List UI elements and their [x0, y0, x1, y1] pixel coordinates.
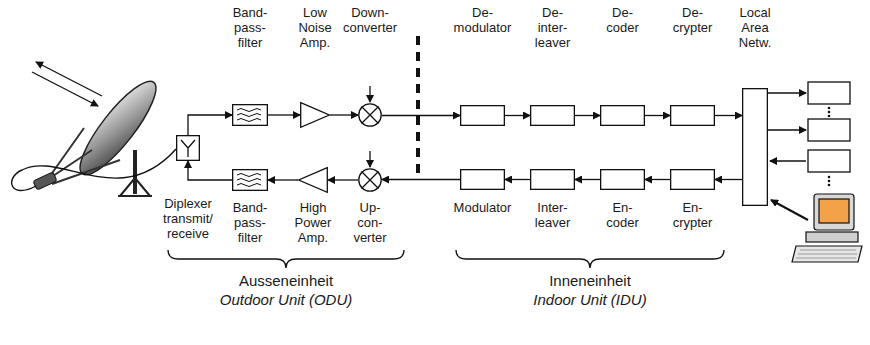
- signal-connector: [328, 179, 358, 180]
- block-label: Up- con- verter: [353, 200, 386, 245]
- unit-brace: [168, 250, 724, 268]
- block-label: En- coder: [606, 200, 639, 230]
- process-box: Inter- leaver: [530, 169, 575, 190]
- signal-connector: [268, 114, 300, 115]
- process-box: De- inter- leaver: [530, 105, 575, 126]
- satellite-dish: [12, 72, 176, 196]
- block-label: Low Noise Amp.: [298, 5, 331, 50]
- mixer-symbol-outline: [358, 103, 382, 127]
- block-label: Diplexer transmit/ receive: [163, 196, 213, 241]
- signal-connector: [575, 179, 600, 180]
- process-box: Modulator: [460, 169, 505, 190]
- block-label: Band- pass- filter: [233, 200, 268, 245]
- diplexer-block-outline: [176, 135, 200, 161]
- signal-connector: [382, 179, 460, 180]
- filter-block: Band- pass- filter: [232, 169, 268, 191]
- process-box-outline: [530, 105, 575, 126]
- network-bar-outline: [742, 88, 768, 206]
- process-box: De- coder: [600, 105, 645, 126]
- lan-terminals: [768, 82, 850, 186]
- signal-connector: [575, 115, 600, 116]
- block-label: Inter- leaver: [535, 200, 570, 230]
- unit-title: Ausseneinheit: [239, 272, 333, 290]
- unit-title: Inneneinheit: [549, 272, 631, 290]
- amplifier-symbol-outline: [298, 167, 328, 193]
- filter-block-outline: [232, 104, 268, 126]
- signal-connector: [715, 179, 742, 180]
- amplifier-symbol: Low Noise Amp.: [300, 102, 330, 128]
- signal-connector: [188, 161, 232, 180]
- process-box: De- crypter: [670, 105, 715, 126]
- process-box-outline: [670, 105, 715, 126]
- process-box-outline: [600, 105, 645, 126]
- process-box: De- modulator: [460, 105, 505, 126]
- signal-connector: [188, 115, 232, 135]
- process-box: En- coder: [600, 169, 645, 190]
- amplifier-symbol: High Power Amp.: [298, 167, 328, 193]
- signal-arrows: [32, 62, 102, 106]
- signal-connector: [382, 115, 460, 116]
- filter-block: Band- pass- filter: [232, 104, 268, 126]
- signal-connector: [645, 179, 670, 180]
- process-box-outline: [530, 169, 575, 190]
- computer-icon: [771, 194, 862, 262]
- mixer-symbol: Up- con- verter: [358, 168, 382, 192]
- block-label: En- crypter: [673, 200, 713, 230]
- block-label: Down- converter: [343, 5, 397, 35]
- unit-subtitle: Outdoor Unit (ODU): [220, 291, 353, 309]
- filter-block-outline: [232, 169, 268, 191]
- diplexer-block: Diplexer transmit/ receive: [176, 135, 200, 161]
- signal-connector: [645, 115, 670, 116]
- network-bar: Local Area Netw.: [742, 88, 768, 206]
- block-label: De- coder: [606, 5, 639, 35]
- block-label: De- crypter: [673, 5, 713, 35]
- block-label: De- inter- leaver: [535, 5, 570, 50]
- process-box-outline: [670, 169, 715, 190]
- block-label: Band- pass- filter: [233, 5, 268, 50]
- signal-connector: [268, 179, 298, 180]
- process-box-outline: [600, 169, 645, 190]
- process-box-outline: [460, 105, 505, 126]
- block-label: Local Area Netw.: [739, 5, 772, 50]
- amplifier-symbol-outline: [300, 102, 330, 128]
- signal-connector: [505, 115, 530, 116]
- signal-connector: [505, 179, 530, 180]
- unit-subtitle: Indoor Unit (IDU): [533, 291, 646, 309]
- process-box: En- crypter: [670, 169, 715, 190]
- block-label: Modulator: [454, 200, 512, 215]
- block-label: De- modulator: [454, 5, 512, 35]
- mixer-symbol-outline: [358, 168, 382, 192]
- process-box-outline: [460, 169, 505, 190]
- mixer-symbol: Down- converter: [358, 103, 382, 127]
- block-label: High Power Amp.: [295, 200, 332, 245]
- signal-connector: [330, 114, 358, 115]
- signal-connector: [715, 115, 742, 116]
- unit-separator: [416, 36, 420, 180]
